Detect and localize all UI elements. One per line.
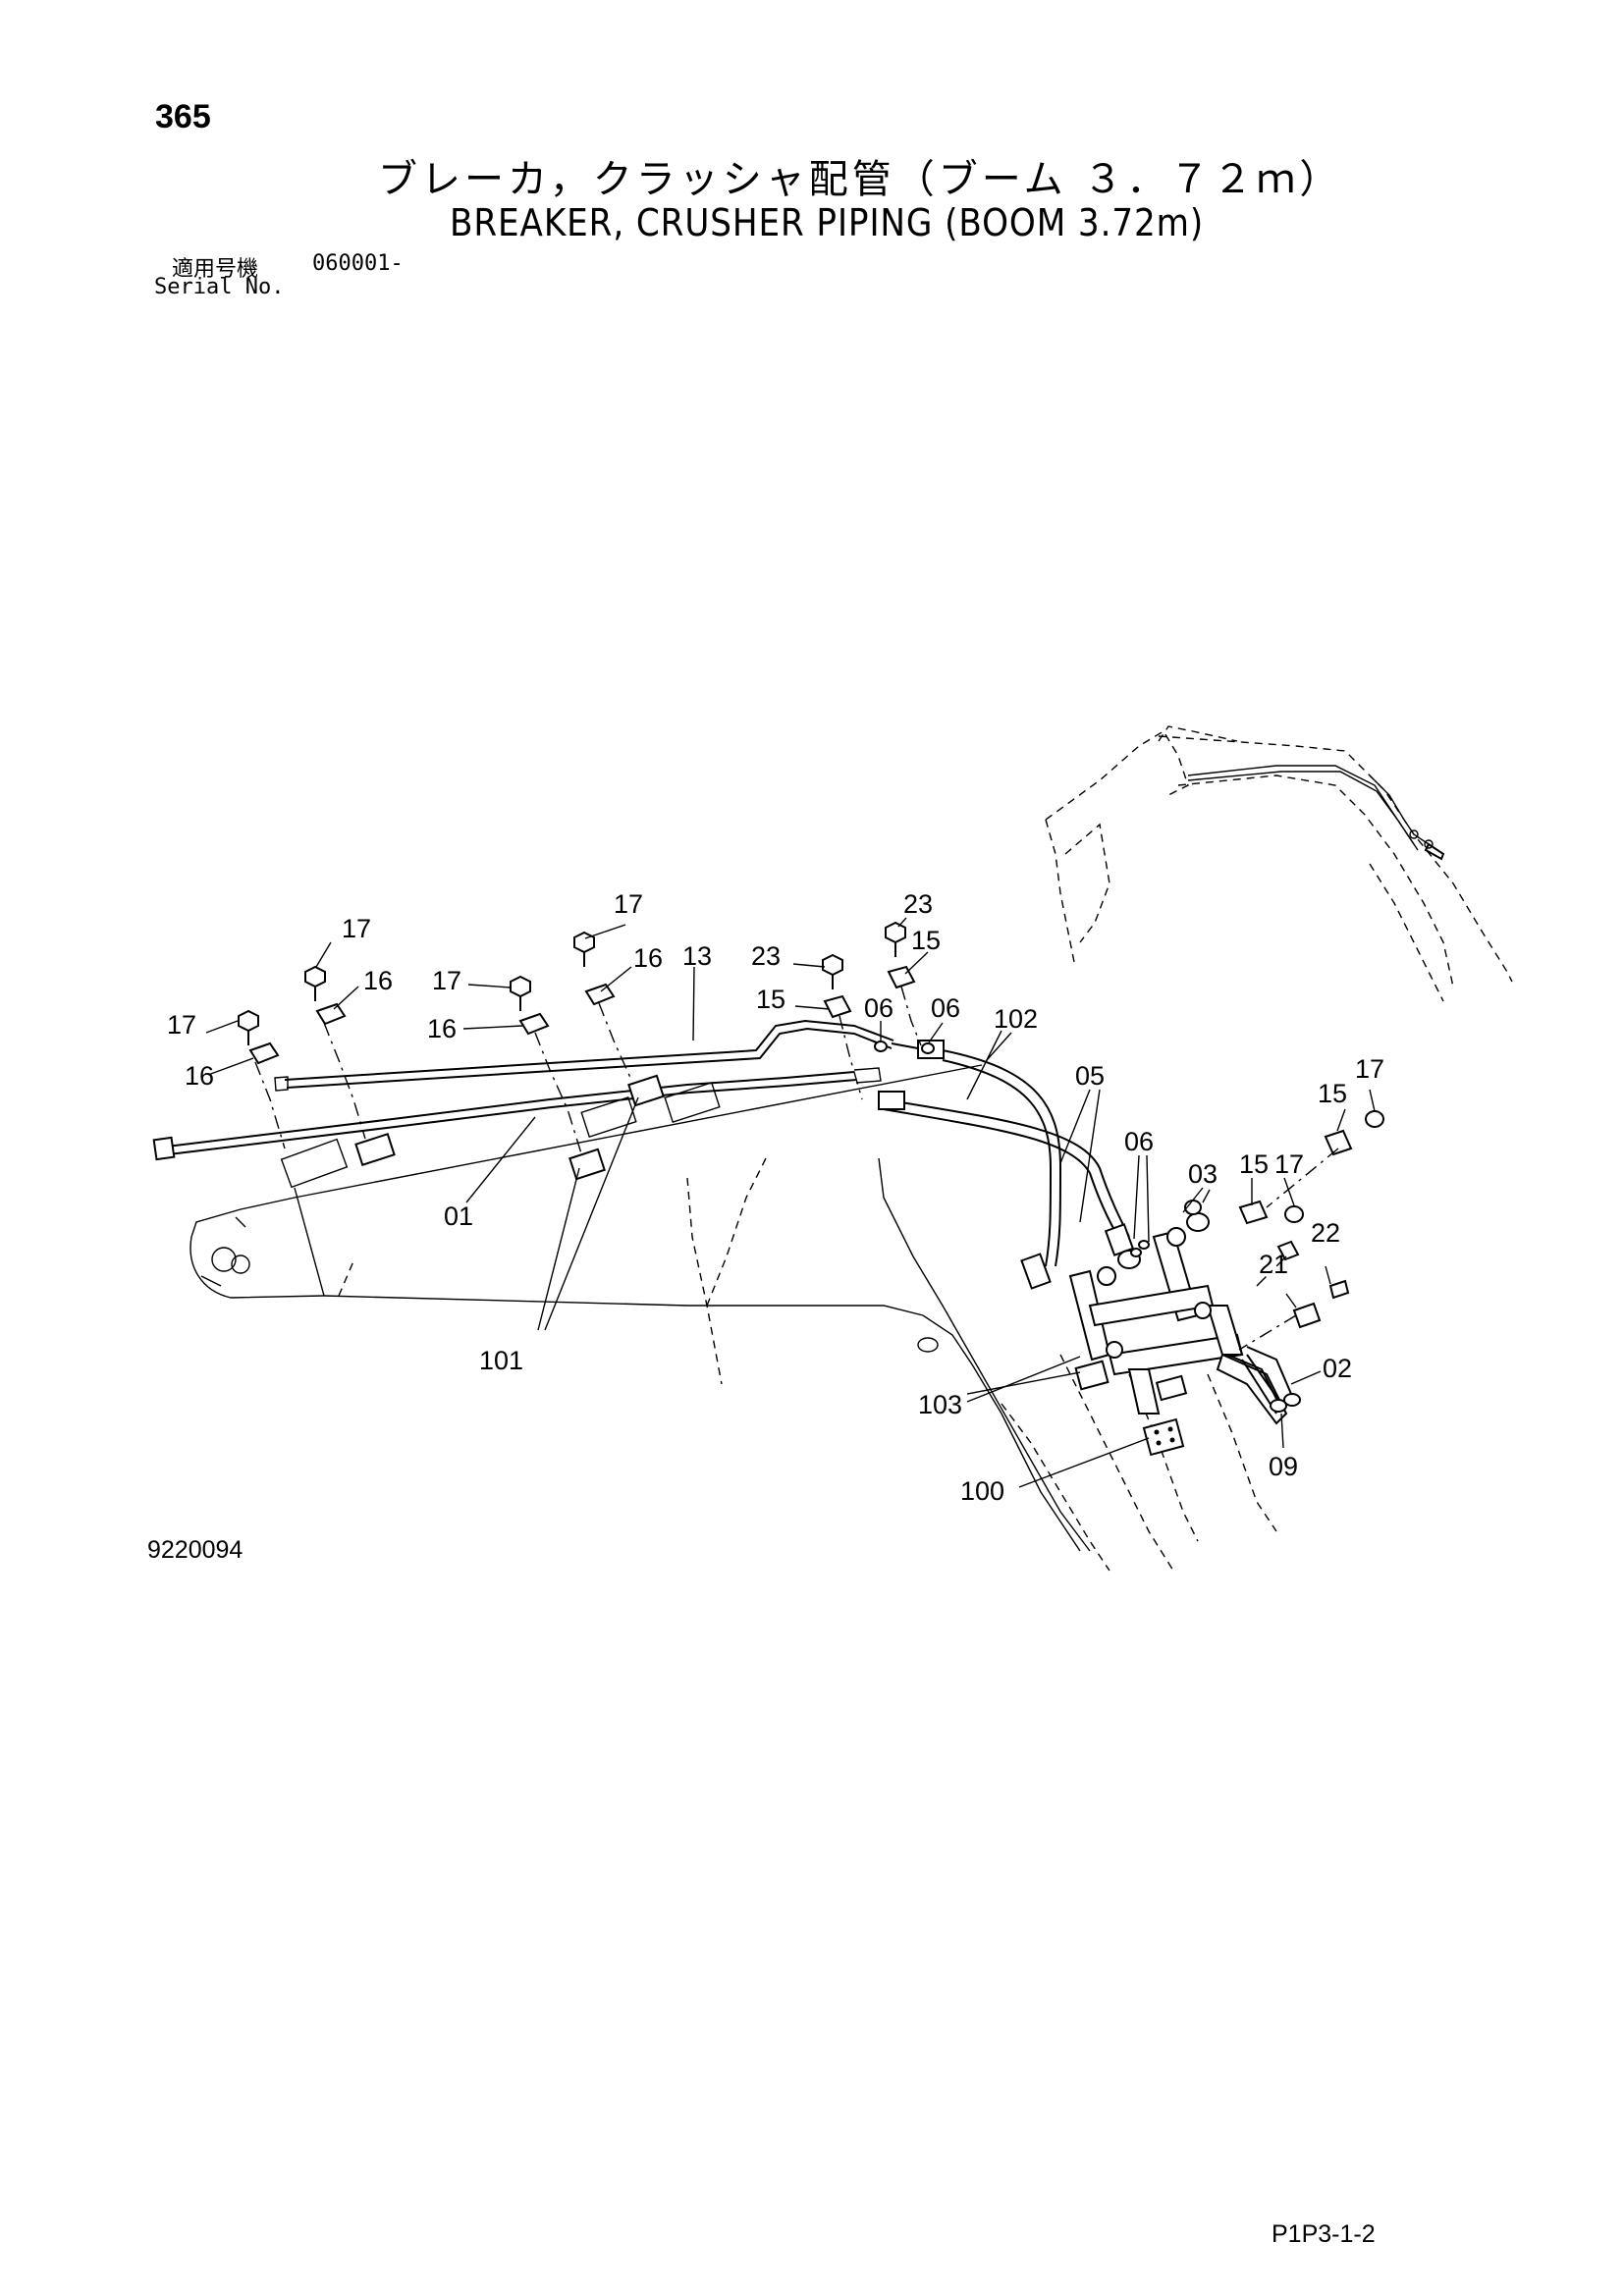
boom-body <box>189 1064 1277 1572</box>
callout-09: 09 <box>1269 1452 1298 1481</box>
callout-16: 16 <box>633 943 663 973</box>
callout-17: 17 <box>614 889 643 919</box>
serial-label-english: Serial No. <box>154 275 285 299</box>
callout-23: 23 <box>903 889 933 919</box>
callout-16: 16 <box>363 966 393 995</box>
callout-23: 23 <box>751 941 781 971</box>
leader-lines <box>205 917 1376 1488</box>
callout-17: 17 <box>432 966 461 995</box>
callout-16: 16 <box>427 1014 457 1043</box>
callout-100: 100 <box>960 1476 1004 1506</box>
callout-15: 15 <box>911 926 941 955</box>
callout-06: 06 <box>1124 1127 1154 1156</box>
callout-15: 15 <box>756 985 785 1014</box>
valve-block <box>1068 1200 1288 1457</box>
callout-17: 17 <box>1355 1054 1384 1084</box>
callout-06: 06 <box>864 993 893 1023</box>
callout-06: 06 <box>931 993 960 1023</box>
page-number: 365 <box>155 98 211 135</box>
callout-02: 02 <box>1323 1354 1352 1383</box>
drawing-number: 9220094 <box>147 1536 244 1564</box>
page-code: P1P3-1-2 <box>1272 2220 1376 2248</box>
bolts-and-clamps <box>238 921 1384 1351</box>
callout-22: 22 <box>1311 1218 1340 1248</box>
callout-15: 15 <box>1318 1079 1347 1108</box>
callout-21: 21 <box>1259 1250 1288 1279</box>
callout-103: 103 <box>918 1390 962 1419</box>
pipe-13 <box>274 1019 919 1092</box>
callout-01: 01 <box>444 1201 473 1231</box>
pipe-02 <box>1226 1346 1301 1413</box>
callout-17: 17 <box>342 914 371 943</box>
pipe-01 <box>152 1067 882 1161</box>
callout-102: 102 <box>994 1004 1038 1034</box>
callout-13: 13 <box>682 941 712 971</box>
callout-15: 15 <box>1239 1149 1269 1179</box>
callout-17: 17 <box>167 1010 196 1040</box>
callout-16: 16 <box>185 1061 214 1091</box>
callout-05: 05 <box>1075 1061 1105 1091</box>
serial-number-value: 060001- <box>312 251 404 276</box>
callout-101: 101 <box>479 1346 523 1375</box>
callout-labels: 17 16 17 16 17 16 17 16 13 23 15 23 15 0… <box>167 889 1384 1506</box>
callout-17: 17 <box>1274 1149 1304 1179</box>
boom-overview-inset <box>1045 725 1513 1002</box>
title-english: BREAKER, CRUSHER PIPING (BOOM 3.72m) <box>450 201 1205 244</box>
serial-label-japanese: 適用号機 <box>172 257 259 282</box>
callout-03: 03 <box>1188 1159 1218 1189</box>
title-japanese: ブレーカ，クラッシャ配管（ブーム ３．７２ｍ） <box>378 157 1343 202</box>
